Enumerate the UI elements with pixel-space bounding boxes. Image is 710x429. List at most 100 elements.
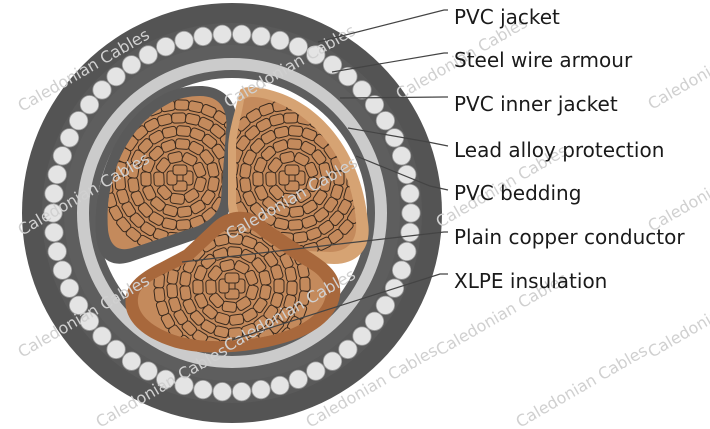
copper-strand — [176, 205, 193, 218]
armour-wire — [306, 45, 326, 65]
armour-wire — [174, 30, 194, 51]
armour-wire — [121, 351, 142, 371]
label-pvc-inner-jacket: PVC inner jacket — [454, 92, 618, 116]
armour-wire — [391, 146, 412, 166]
copper-strand — [259, 284, 272, 300]
armour-wire — [79, 311, 100, 331]
copper-strand — [252, 171, 264, 187]
armour-wire — [401, 203, 421, 223]
armour-wire — [212, 24, 232, 44]
armour-wire — [338, 339, 358, 359]
copper-strand — [287, 125, 304, 137]
copper-strand — [221, 300, 238, 313]
copper-strand — [192, 279, 204, 295]
armour-wire — [364, 311, 385, 331]
copper-strand — [207, 265, 223, 282]
armour-wire — [375, 111, 395, 131]
label-lead-alloy-protection: Lead alloy protection — [454, 138, 664, 162]
copper-strand — [284, 266, 298, 283]
armour-wire — [43, 203, 63, 223]
armour-wire — [69, 111, 89, 131]
copper-strand — [181, 152, 198, 167]
armour-wire — [251, 26, 271, 47]
copper-strand — [166, 283, 179, 299]
copper-strand — [245, 284, 259, 301]
label-pvc-jacket: PVC jacket — [454, 5, 560, 29]
armour-wire — [251, 379, 271, 400]
armour-wire — [375, 295, 395, 315]
copper-strand — [283, 112, 299, 124]
armour-wire — [92, 326, 112, 346]
leader-pvc-jacket — [317, 9, 448, 43]
armour-wire — [322, 351, 343, 371]
armour-wire — [47, 241, 67, 262]
armour-wire — [47, 164, 67, 185]
armour-wire — [106, 339, 126, 359]
armour-wire — [156, 37, 176, 57]
leader-xlpe-insulation — [231, 273, 448, 341]
watermark-text: Caledonian Cables — [645, 23, 710, 114]
copper-strand — [235, 296, 252, 311]
label-xlpe-insulation: XLPE insulation — [454, 269, 607, 293]
label-steel-wire-armour: Steel wire armour — [454, 48, 633, 72]
copper-strand — [153, 171, 165, 187]
copper-strand — [293, 152, 310, 167]
copper-strand — [174, 138, 191, 150]
core-3 — [125, 211, 341, 353]
copper-strand — [219, 133, 227, 149]
copper-strand — [265, 171, 277, 187]
armour-wire — [352, 80, 372, 100]
copper-strand — [228, 313, 245, 326]
armour-wire — [44, 222, 64, 242]
copper-strand — [236, 161, 239, 177]
leader-pvc-inner-jacket — [339, 96, 448, 99]
copper-strand — [319, 176, 332, 192]
copper-strand — [318, 219, 335, 235]
copper-strand — [140, 171, 152, 187]
copper-strand — [273, 278, 285, 294]
copper-strand — [171, 112, 187, 124]
armour-wire — [79, 95, 100, 115]
copper-strand — [153, 286, 166, 303]
core-1 — [95, 86, 238, 264]
copper-strand — [175, 125, 192, 137]
copper-strand — [239, 177, 252, 193]
armour-wire — [364, 95, 385, 115]
copper-strand — [295, 188, 312, 203]
copper-strand — [172, 164, 188, 176]
copper-strand — [169, 192, 186, 205]
armour-wire — [174, 375, 194, 396]
copper-strand — [213, 110, 227, 125]
armour-wire — [44, 184, 64, 204]
copper-strand — [167, 151, 184, 164]
armour-wire — [59, 278, 80, 298]
armour-wire — [156, 369, 176, 389]
leader-steel-wire-armour — [331, 52, 448, 73]
copper-strand — [205, 279, 217, 295]
copper-strand — [208, 292, 225, 309]
copper-strand — [244, 269, 259, 286]
armour-wire — [322, 55, 343, 75]
copper-strand — [286, 138, 303, 150]
copper-strand — [156, 184, 173, 201]
armour-wire — [391, 260, 412, 280]
copper-strand — [287, 219, 304, 231]
armour-wire — [232, 24, 252, 44]
copper-strand — [219, 259, 236, 272]
copper-strand — [268, 184, 285, 201]
leader-lines — [181, 9, 449, 341]
copper-strand — [233, 260, 250, 275]
copper-strand — [218, 339, 234, 342]
armour-wire — [270, 375, 290, 396]
leader-lead-alloy-protection — [347, 127, 449, 147]
armour-wire — [138, 45, 158, 65]
armour-wire — [92, 80, 112, 100]
copper-strand — [279, 151, 296, 164]
armour-wire — [232, 382, 252, 402]
armour-wire — [306, 361, 326, 381]
armour-wire — [193, 26, 213, 47]
steel-wire-armour — [43, 24, 421, 402]
armour-wire — [400, 222, 420, 242]
copper-strand — [236, 188, 242, 205]
